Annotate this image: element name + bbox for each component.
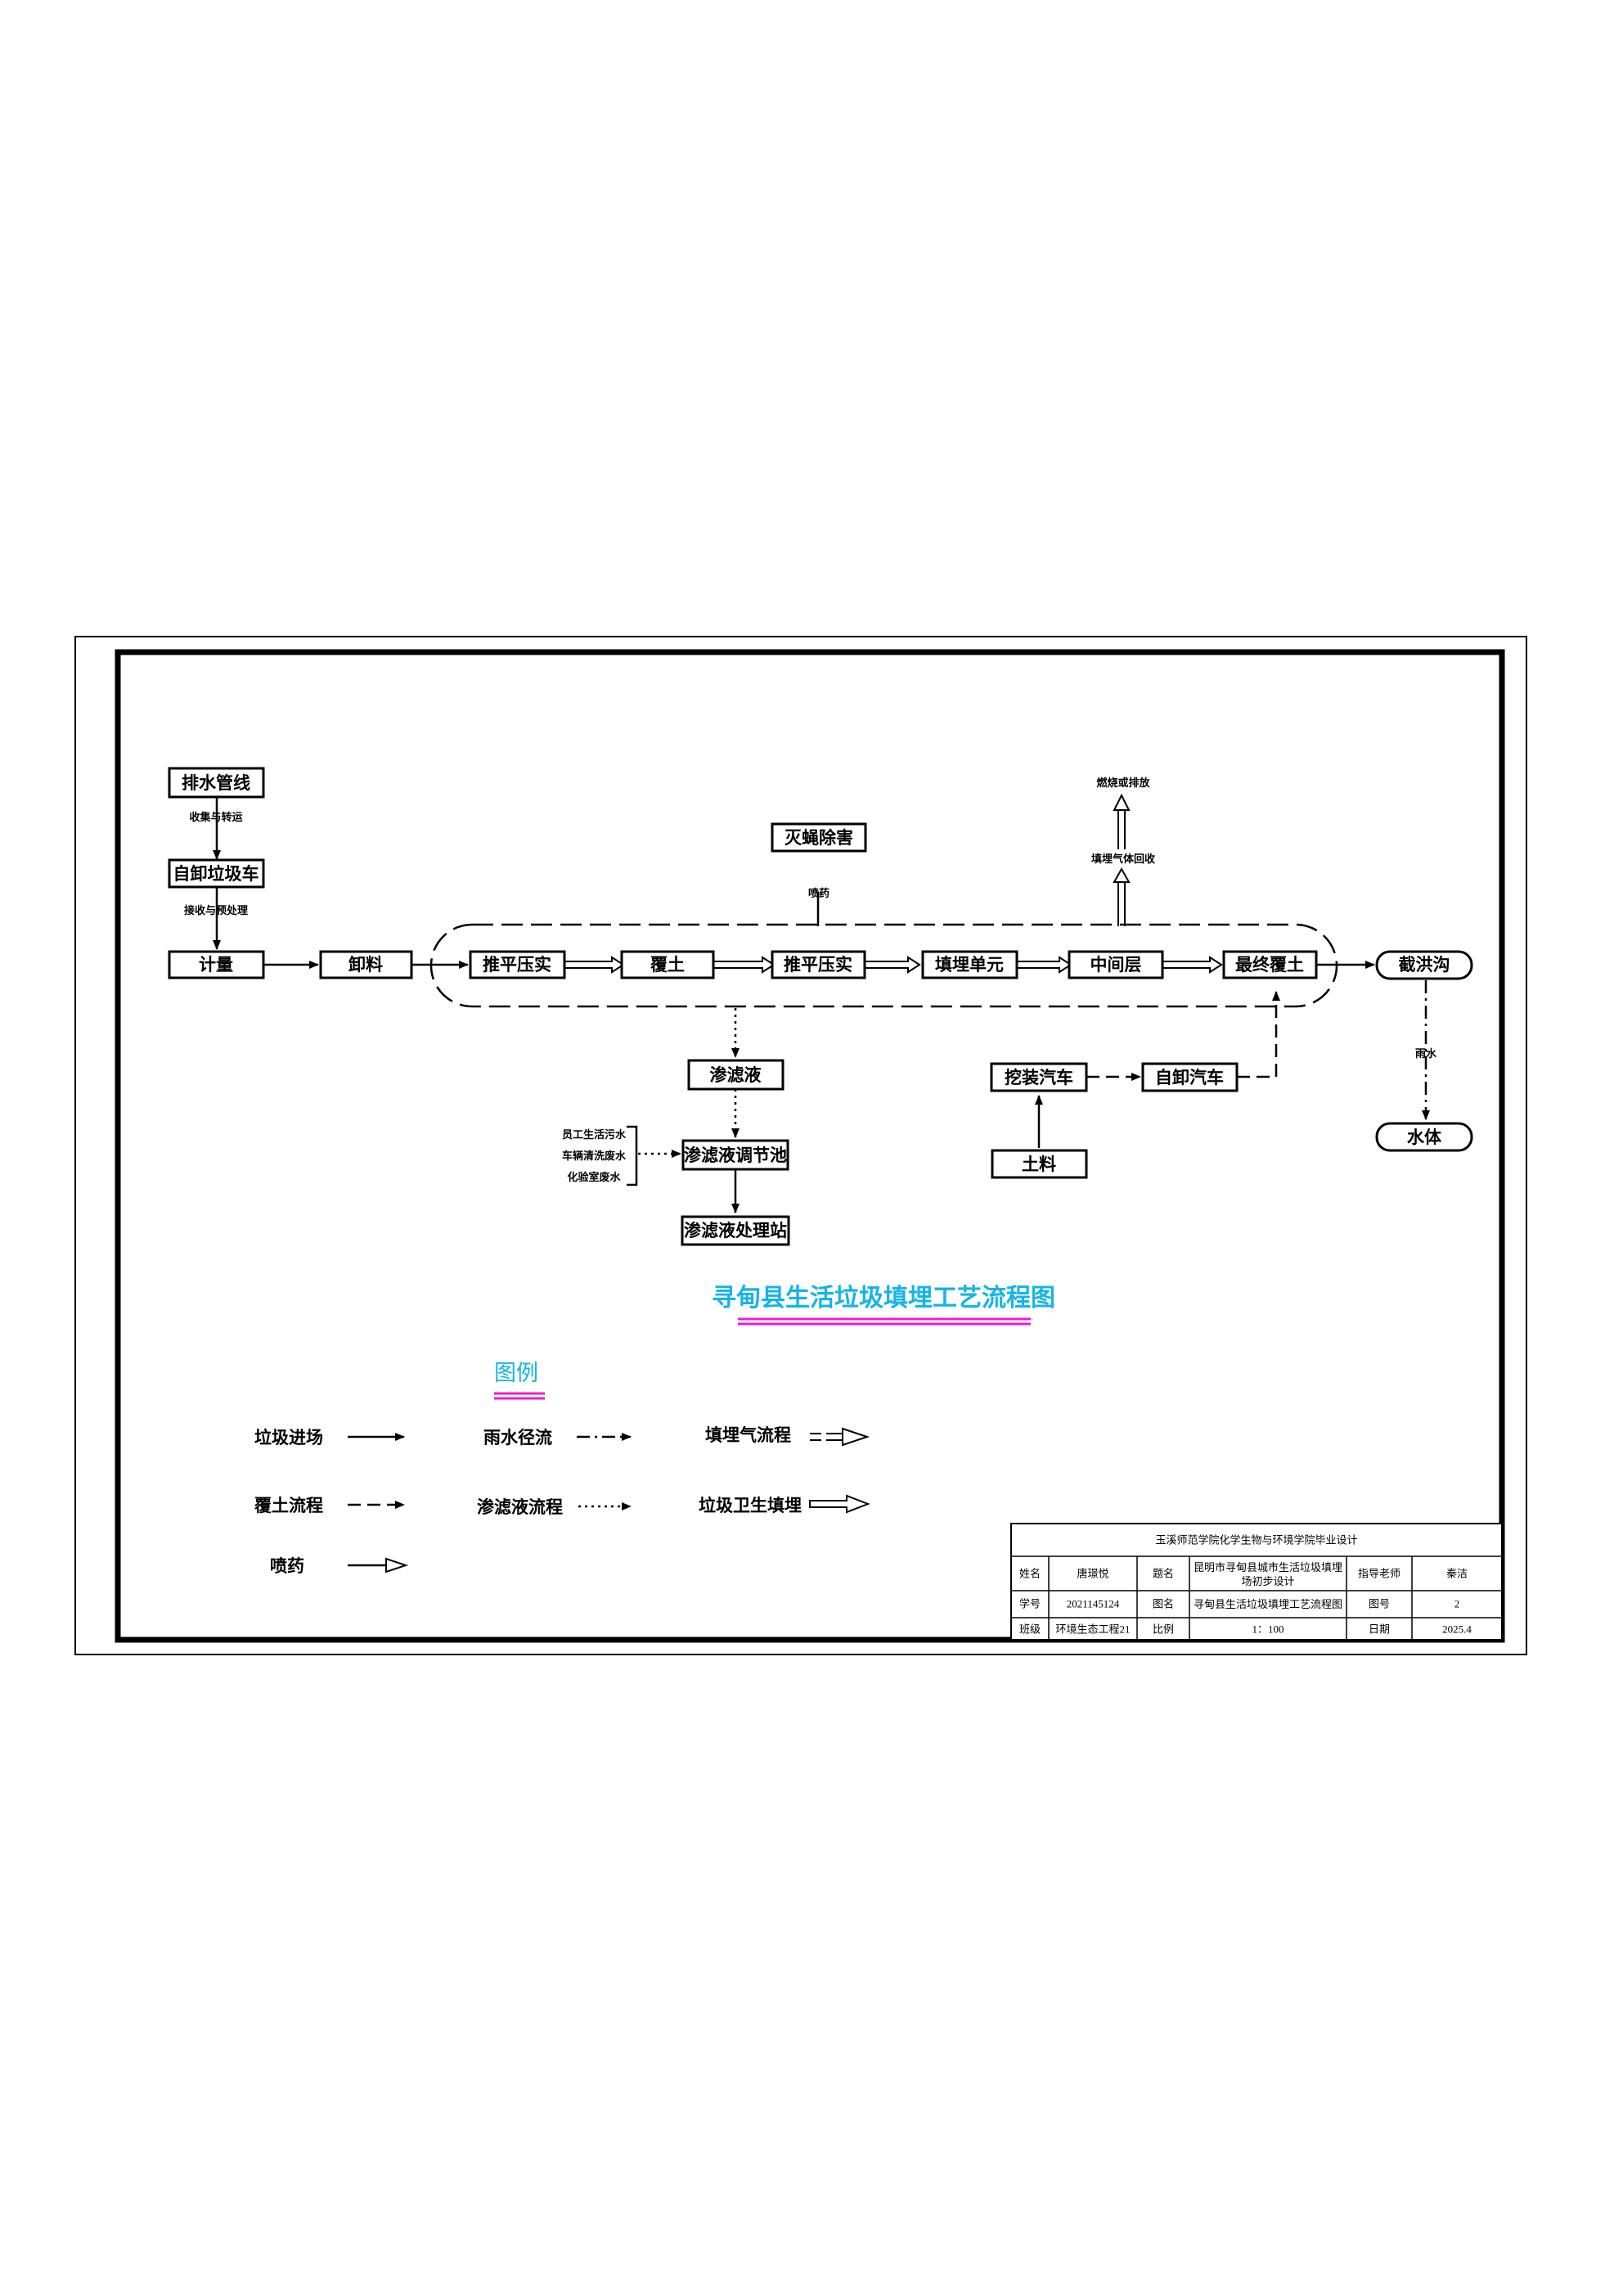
legend-label: 雨水径流 <box>483 1428 552 1447</box>
legend-item-garbage-entry: 垃圾进场 <box>254 1428 405 1447</box>
svg-text:卸料: 卸料 <box>348 955 383 975</box>
tb-class-value: 环境生态工程21 <box>1055 1623 1130 1636</box>
node-intercept-ditch: 截洪沟 <box>1375 950 1473 980</box>
node-fly-control: 灭蝇除害 <box>771 822 867 853</box>
tb-drawing-name-value: 寻甸县生活垃圾填埋工艺流程图 <box>1193 1598 1342 1610</box>
label-collect-transfer: 收集与转运 <box>189 811 242 824</box>
hollow-arrows <box>564 956 1223 974</box>
node-level-compact-2: 推平压实 <box>771 950 866 979</box>
legend-swatch <box>385 1557 409 1573</box>
tb-scale-label: 比例 <box>1153 1623 1174 1636</box>
tb-topic-value-wrap: 昆明市寻甸县城市生活垃圾填埋场初步设计 <box>1193 1560 1342 1587</box>
svg-text:排水管线: 排水管线 <box>182 773 250 793</box>
svg-text:自卸汽车: 自卸汽车 <box>1155 1068 1224 1087</box>
node-weigh: 计量 <box>168 950 265 979</box>
node-intermediate-layer: 中间层 <box>1068 950 1164 979</box>
label-staff-sewage: 员工生活污水 <box>562 1128 627 1141</box>
inner-frame <box>115 649 1505 1643</box>
svg-text:土料: 土料 <box>1022 1155 1056 1174</box>
svg-text:挖装汽车: 挖装汽车 <box>1005 1068 1073 1087</box>
node-dump-truck-2: 自卸汽车 <box>1141 1062 1239 1092</box>
tb-drawing-no-label: 图号 <box>1369 1598 1390 1610</box>
legend-label: 覆土流程 <box>254 1496 323 1515</box>
label-vehicle-wash: 车辆清洗废水 <box>562 1150 627 1163</box>
label-spray: 喷药 <box>808 887 829 900</box>
tb-date-value: 2025.4 <box>1442 1623 1472 1636</box>
legend-item-leachate: 渗滤液流程 <box>477 1497 632 1517</box>
tb-id-label: 学号 <box>1019 1598 1041 1610</box>
svg-text:渗滤液调节池: 渗滤液调节池 <box>684 1146 787 1165</box>
svg-text:截洪沟: 截洪沟 <box>1399 955 1450 975</box>
tb-scale-value: 1：100 <box>1252 1623 1284 1636</box>
node-level-compact-1: 推平压实 <box>469 950 566 979</box>
node-leachate-pool: 渗滤液调节池 <box>681 1139 789 1171</box>
tb-drawing-name-label: 图名 <box>1153 1598 1174 1610</box>
svg-text:渗滤液处理站: 渗滤液处理站 <box>684 1221 787 1240</box>
node-unload: 卸料 <box>319 950 413 979</box>
svg-text:覆土: 覆土 <box>650 955 685 975</box>
legend-item-cover-soil: 覆土流程 <box>254 1496 405 1515</box>
label-receive-pretreat: 接收与预处理 <box>184 904 248 917</box>
legend-item-spray: 喷药 <box>270 1556 409 1576</box>
title-block-header: 玉溪师范学院化学生物与环境学院毕业设计 <box>1155 1534 1357 1546</box>
legend-item-rain-runoff: 雨水径流 <box>483 1428 632 1447</box>
node-leachate: 渗滤液 <box>687 1059 785 1091</box>
node-earth: 土料 <box>991 1149 1088 1179</box>
title-block: 玉溪师范学院化学生物与环境学院毕业设计 姓名 唐璟悦 题名 昆明市寻甸县城市生活… <box>1010 1523 1503 1641</box>
tb-name-label: 姓名 <box>1019 1568 1041 1580</box>
svg-text:推平压实: 推平压实 <box>784 955 852 975</box>
svg-text:中间层: 中间层 <box>1090 955 1142 975</box>
node-leachate-station: 渗滤液处理站 <box>681 1215 790 1246</box>
node-water-body: 水体 <box>1375 1122 1473 1152</box>
outer-frame <box>74 636 1527 1655</box>
flow-connectors <box>213 793 1430 1213</box>
svg-text:推平压实: 推平压实 <box>483 955 551 975</box>
svg-text:填埋单元: 填埋单元 <box>935 955 1004 975</box>
tb-drawing-no-value: 2 <box>1454 1598 1460 1610</box>
tb-class-label: 班级 <box>1019 1623 1041 1636</box>
legend-swatch <box>810 1427 870 1447</box>
gas-flow-arrows <box>1113 793 1131 926</box>
node-final-cover: 最终覆土 <box>1222 950 1318 979</box>
node-landfill-unit: 填埋单元 <box>921 950 1018 979</box>
svg-text:灭蝇除害: 灭蝇除害 <box>785 828 853 848</box>
tb-topic-value: 昆明市寻甸县城市生活垃圾填埋场初步设计 <box>1193 1560 1342 1587</box>
tb-topic-label: 题名 <box>1153 1568 1174 1580</box>
tb-drawing-name-wrap: 寻甸县生活垃圾填埋工艺流程图 <box>1193 1598 1342 1610</box>
legend-label: 垃圾卫生填埋 <box>699 1496 802 1515</box>
node-excavator: 挖装汽车 <box>990 1062 1088 1092</box>
tb-id-value: 2021145124 <box>1067 1598 1120 1610</box>
svg-text:最终覆土: 最终覆土 <box>1235 955 1304 975</box>
svg-text:自卸垃圾车: 自卸垃圾车 <box>173 864 259 884</box>
legend-item-gas-flow: 填埋气流程 <box>705 1425 870 1447</box>
tb-advisor-value: 秦洁 <box>1446 1568 1468 1580</box>
svg-text:渗滤液: 渗滤液 <box>710 1065 762 1085</box>
svg-text:水体: 水体 <box>1407 1128 1442 1147</box>
legend-label: 垃圾进场 <box>254 1428 323 1447</box>
wastewater-bracket <box>627 1125 638 1186</box>
diagram-title: 寻甸县生活垃圾填埋工艺流程图 <box>712 1284 1055 1312</box>
label-rain: 雨水 <box>1415 1047 1437 1060</box>
node-drain-pipe: 排水管线 <box>168 767 265 799</box>
legend-title: 图例 <box>494 1361 538 1386</box>
legend-label: 填埋气流程 <box>705 1425 791 1445</box>
label-gas-recovery: 填埋气体回收 <box>1091 853 1156 866</box>
legend-label: 渗滤液流程 <box>477 1497 563 1517</box>
label-lab-wastewater: 化验室废水 <box>567 1171 621 1184</box>
tb-date-label: 日期 <box>1369 1623 1390 1636</box>
node-cover-soil: 覆土 <box>620 950 715 979</box>
tb-name-value: 唐璟悦 <box>1077 1568 1108 1580</box>
legend-item-sanitary-landfill: 垃圾卫生填埋 <box>699 1494 870 1515</box>
node-dump-truck-1: 自卸垃圾车 <box>168 858 265 889</box>
legend-label: 喷药 <box>270 1556 304 1576</box>
edge-truck-to-final <box>1237 991 1280 1078</box>
svg-text:计量: 计量 <box>199 955 233 975</box>
legend-swatch <box>809 1494 870 1514</box>
tb-advisor-label: 指导老师 <box>1358 1568 1400 1580</box>
label-burn-discharge: 燃烧或排放 <box>1096 777 1150 790</box>
